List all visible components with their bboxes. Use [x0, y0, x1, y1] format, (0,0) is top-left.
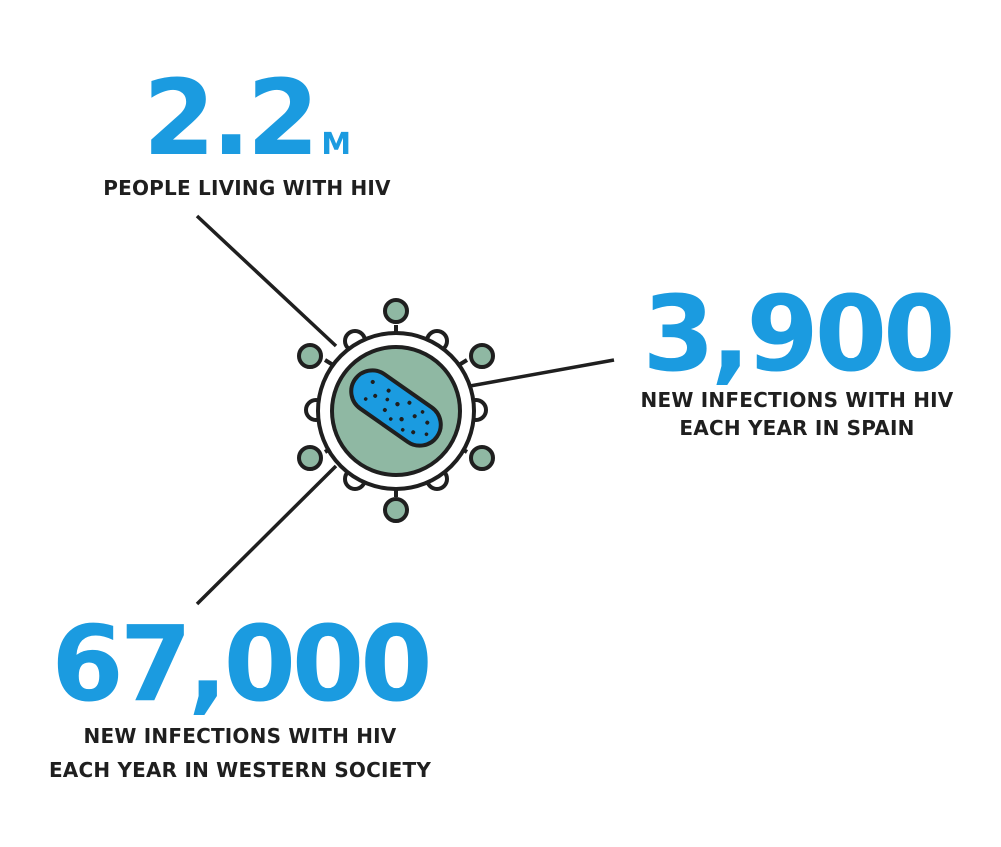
spike-knob [297, 343, 323, 369]
spike-knob [383, 298, 409, 324]
stat-label-line: EACH YEAR IN WESTERN SOCIETY [48, 758, 432, 782]
stat-infections-spain: 3,900 NEW INFECTIONS WITH HIV EACH YEAR … [612, 282, 982, 442]
spike-knob [383, 497, 409, 523]
virus-icon [297, 298, 495, 523]
spike-knob [469, 445, 495, 471]
connector-line-right [469, 358, 615, 388]
stat-value: 67,000 [51, 603, 432, 725]
spike-knob [297, 445, 323, 471]
stat-infections-western: 67,000 NEW INFECTIONS WITH HIV EACH YEAR… [20, 612, 460, 784]
spike-knob [469, 343, 495, 369]
stat-unit: M [321, 127, 352, 162]
stat-label-line: NEW INFECTIONS WITH HIV [83, 724, 397, 748]
stat-label-line: EACH YEAR IN SPAIN [679, 416, 915, 440]
connector-line-top [195, 214, 338, 348]
stat-label-line: PEOPLE LIVING WITH HIV [103, 176, 391, 200]
stat-value: 3,900 [642, 273, 956, 395]
connector-line-bottom [195, 464, 338, 606]
stat-label-line: NEW INFECTIONS WITH HIV [640, 388, 954, 412]
